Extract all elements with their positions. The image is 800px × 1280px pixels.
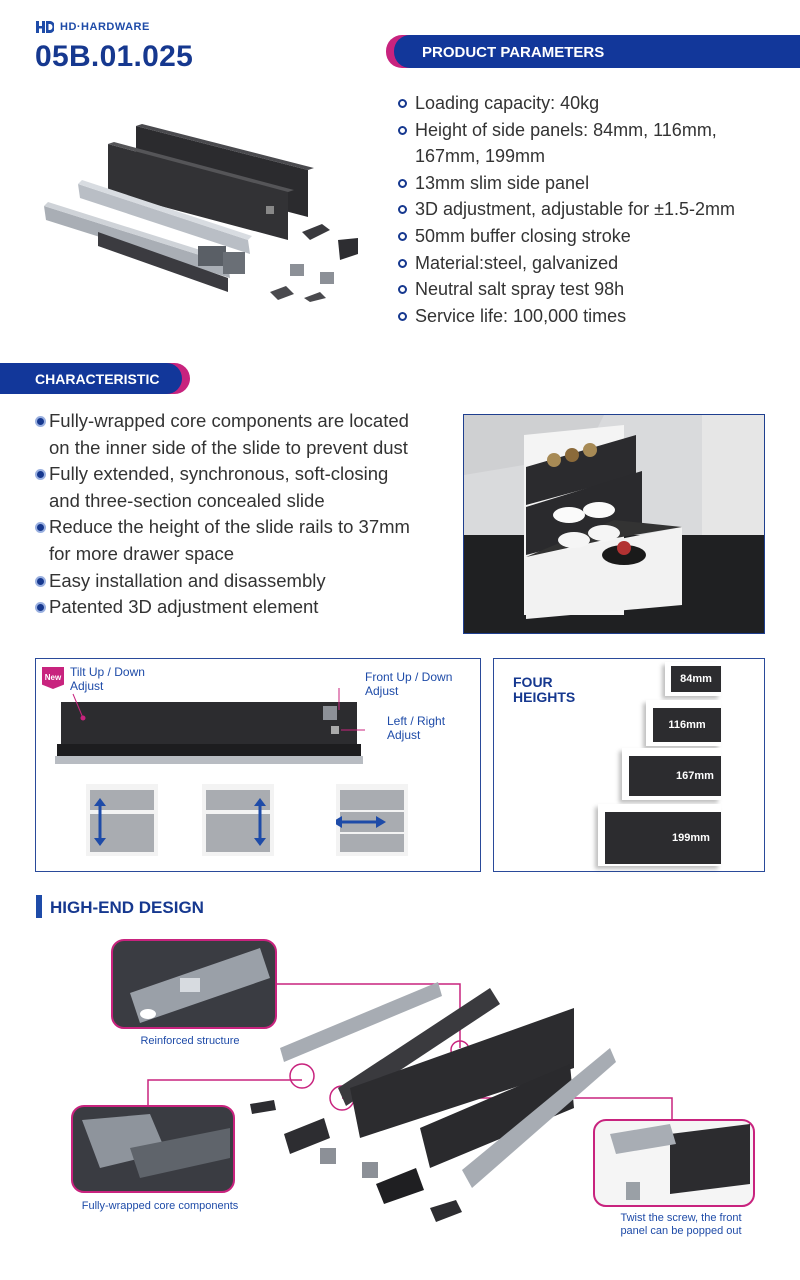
parameter-item: 50mm buffer closing stroke bbox=[398, 223, 735, 250]
characteristic-ribbon bbox=[0, 363, 182, 394]
bullet-ring-icon bbox=[398, 285, 407, 295]
high-end-design-title: HIGH-END DESIGN bbox=[50, 898, 204, 917]
bullet-dot-icon bbox=[35, 469, 46, 481]
parameter-item: 13mm slim side panel bbox=[398, 170, 735, 197]
section-bar bbox=[36, 895, 42, 918]
tilt-adjust-thumbnail bbox=[86, 784, 158, 856]
fully-wrapped-caption: Fully-wrapped core components bbox=[81, 1200, 239, 1212]
kitchen-drawer-photo bbox=[463, 414, 765, 634]
high-end-design-diagram bbox=[71, 939, 755, 1222]
bullet-ring-icon bbox=[398, 205, 407, 215]
reinforced-structure-caption: Reinforced structure bbox=[140, 1035, 240, 1047]
bullet-ring-icon bbox=[398, 99, 407, 108]
characteristic-item: Fully extended, synchronous, soft-closin… bbox=[35, 461, 455, 488]
new-badge: New bbox=[42, 667, 64, 689]
front-adjust-thumbnail bbox=[202, 784, 274, 856]
characteristic-item: Easy installation and disassembly bbox=[35, 568, 455, 595]
characteristic-item-continued: and three-section concealed slide bbox=[49, 489, 325, 511]
parameter-item-continued: 167mm, 199mm bbox=[415, 146, 546, 167]
characteristic-item: Patented 3D adjustment element bbox=[35, 594, 455, 621]
height-84mm: 84mm bbox=[665, 662, 721, 696]
bullet-dot-icon bbox=[35, 575, 46, 587]
height-199mm: 199mm bbox=[598, 804, 721, 866]
drawer-system-image bbox=[44, 124, 358, 302]
bullet-ring-icon bbox=[398, 311, 407, 321]
brand-logo-icon bbox=[36, 21, 54, 33]
product-parameters-ribbon bbox=[394, 35, 800, 68]
characteristic-title: CHARACTERISTIC bbox=[35, 371, 160, 387]
brand-name: HD·HARDWARE bbox=[60, 21, 150, 33]
bullet-ring-icon bbox=[398, 258, 407, 268]
bullet-ring-icon bbox=[398, 178, 407, 188]
product-parameters-title: PRODUCT PARAMETERS bbox=[422, 44, 605, 61]
brand: HD·HARDWARE bbox=[36, 20, 150, 34]
parameter-item: Service life: 100,000 times bbox=[398, 303, 735, 330]
left-right-adjust-thumbnail bbox=[336, 784, 408, 856]
characteristic-item-continued: on the inner side of the slide to preven… bbox=[49, 436, 408, 458]
four-heights-panel bbox=[493, 658, 765, 872]
parameter-list: Loading capacity: 40kg Height of side pa… bbox=[398, 90, 735, 329]
height-116mm: 116mm bbox=[646, 700, 721, 746]
bullet-dot-icon bbox=[35, 416, 46, 427]
parameter-item: Loading capacity: 40kg bbox=[398, 90, 735, 117]
characteristic-item-continued: for more drawer space bbox=[49, 542, 235, 564]
parameter-item: Height of side panels: 84mm, 116mm, bbox=[398, 117, 735, 144]
parameter-item: 3D adjustment, adjustable for ±1.5-2mm bbox=[398, 196, 735, 223]
model-number: 05B.01.025 bbox=[35, 40, 194, 73]
parameter-item: Material:steel, galvanized bbox=[398, 250, 735, 277]
characteristic-list: Fully-wrapped core components are locate… bbox=[35, 408, 455, 621]
adjustment-diagram bbox=[35, 658, 481, 872]
bullet-dot-icon bbox=[35, 522, 46, 534]
bullet-dot-icon bbox=[35, 602, 46, 614]
drawer-side-panel-image bbox=[55, 688, 365, 764]
bullet-ring-icon bbox=[398, 231, 407, 241]
parameter-item: Neutral salt spray test 98h bbox=[398, 276, 735, 303]
characteristic-item: Reduce the height of the slide rails to … bbox=[35, 514, 455, 541]
characteristic-item: Fully-wrapped core components are locate… bbox=[35, 408, 455, 435]
height-167mm: 167mm bbox=[622, 748, 721, 800]
bullet-ring-icon bbox=[398, 125, 407, 135]
